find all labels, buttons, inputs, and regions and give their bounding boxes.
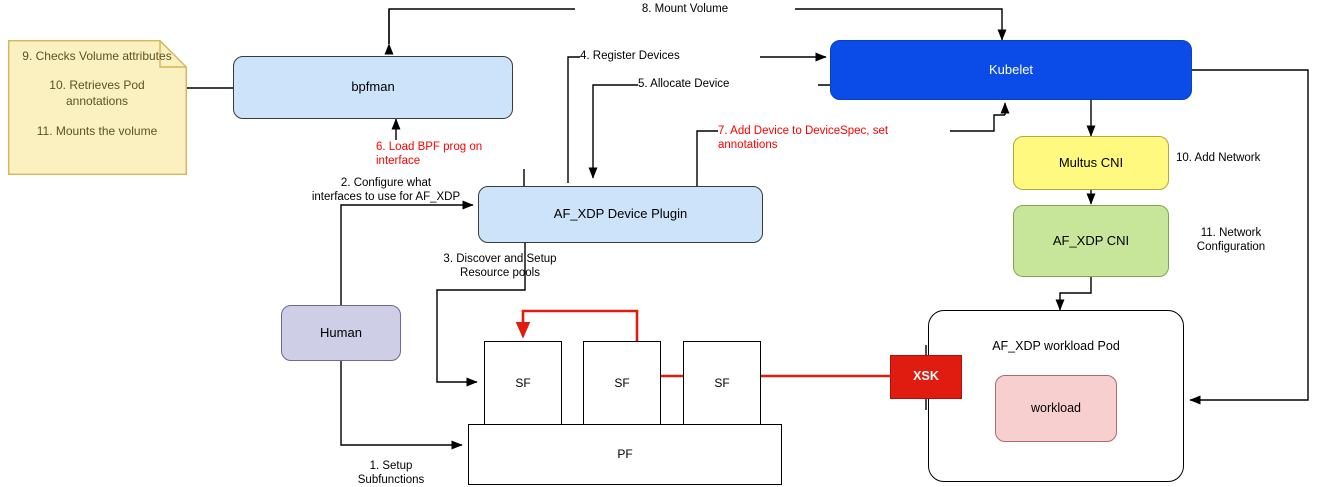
- node-bpfman-label: bpfman: [351, 79, 395, 95]
- edge-label-load-bpf: 6. Load BPF prog on interface: [376, 140, 526, 169]
- note-line-9: 9. Checks Volume attributes: [22, 49, 172, 63]
- node-pf-label: PF: [617, 447, 633, 461]
- edge-label-add-network: 10. Add Network: [1176, 152, 1261, 164]
- edge-discover-pools: [436, 243, 526, 387]
- note-shape: [8, 40, 187, 175]
- edge-label-network-configuration: 11. Network Configuration: [1196, 227, 1266, 254]
- node-sf-2-label: SF: [614, 375, 630, 390]
- edge-label-register-devices: 4. Register Devices: [580, 49, 760, 64]
- edge-label-mount-volume: 8. Mount Volume: [575, 2, 795, 17]
- edge-setup-subfunctions: [340, 360, 463, 450]
- edge-kubelet-to-pod: [1189, 69, 1309, 405]
- note-line-11: 11. Mounts the volume: [36, 123, 158, 138]
- node-sf-1[interactable]: SF: [484, 341, 562, 425]
- node-pf[interactable]: PF: [468, 424, 782, 485]
- note-volume-steps: 9. Checks Volume attributes 10. Retrieve…: [8, 40, 187, 175]
- node-device-plugin[interactable]: AF_XDP Device Plugin: [478, 186, 763, 243]
- node-sf-2[interactable]: SF: [583, 341, 661, 425]
- node-workload-label: workload: [1030, 400, 1082, 415]
- node-bpfman[interactable]: bpfman: [233, 56, 513, 119]
- edge-label-discover-pools: 3. Discover and Setup Resource pools: [443, 253, 557, 280]
- node-sf-1-label: SF: [515, 375, 531, 390]
- node-human[interactable]: Human: [281, 305, 401, 361]
- edge-label-configure-interfaces: 2. Configure what interfaces to use for …: [311, 177, 461, 204]
- edge-label-add-device: 7. Add Device to DeviceSpec, set annotat…: [718, 124, 950, 153]
- edge-afxdpcni-to-pod: [1055, 277, 1092, 311]
- node-xsk-label: XSK: [913, 369, 939, 384]
- node-kubelet[interactable]: Kubelet: [830, 40, 1192, 100]
- node-kubelet-label: Kubelet: [988, 61, 1034, 77]
- note-text: 9. Checks Volume attributes 10. Retrieve…: [18, 48, 176, 139]
- node-afxdp-cni[interactable]: AF_XDP CNI: [1013, 205, 1169, 277]
- node-device-plugin-label: AF_XDP Device Plugin: [553, 206, 688, 222]
- node-sf-3[interactable]: SF: [683, 341, 761, 425]
- node-xsk[interactable]: XSK: [890, 355, 962, 399]
- node-human-label: Human: [320, 324, 362, 340]
- node-multus-cni-label: Multus CNI: [1058, 154, 1124, 170]
- node-workload-pod-label: AF_XDP workload Pod: [992, 339, 1120, 353]
- note-line-10: 10. Retrieves Pod annotations: [49, 78, 145, 109]
- node-afxdp-cni-label: AF_XDP CNI: [1052, 232, 1130, 248]
- node-workload[interactable]: workload: [995, 375, 1117, 442]
- node-multus-cni[interactable]: Multus CNI: [1013, 136, 1169, 190]
- edge-label-setup-subfunctions: 1. Setup Subfunctions: [357, 460, 425, 487]
- edge-label-allocate-device: 5. Allocate Device: [638, 77, 818, 92]
- edge-add-device-seg: [696, 114, 1005, 186]
- node-sf-3-label: SF: [714, 375, 730, 390]
